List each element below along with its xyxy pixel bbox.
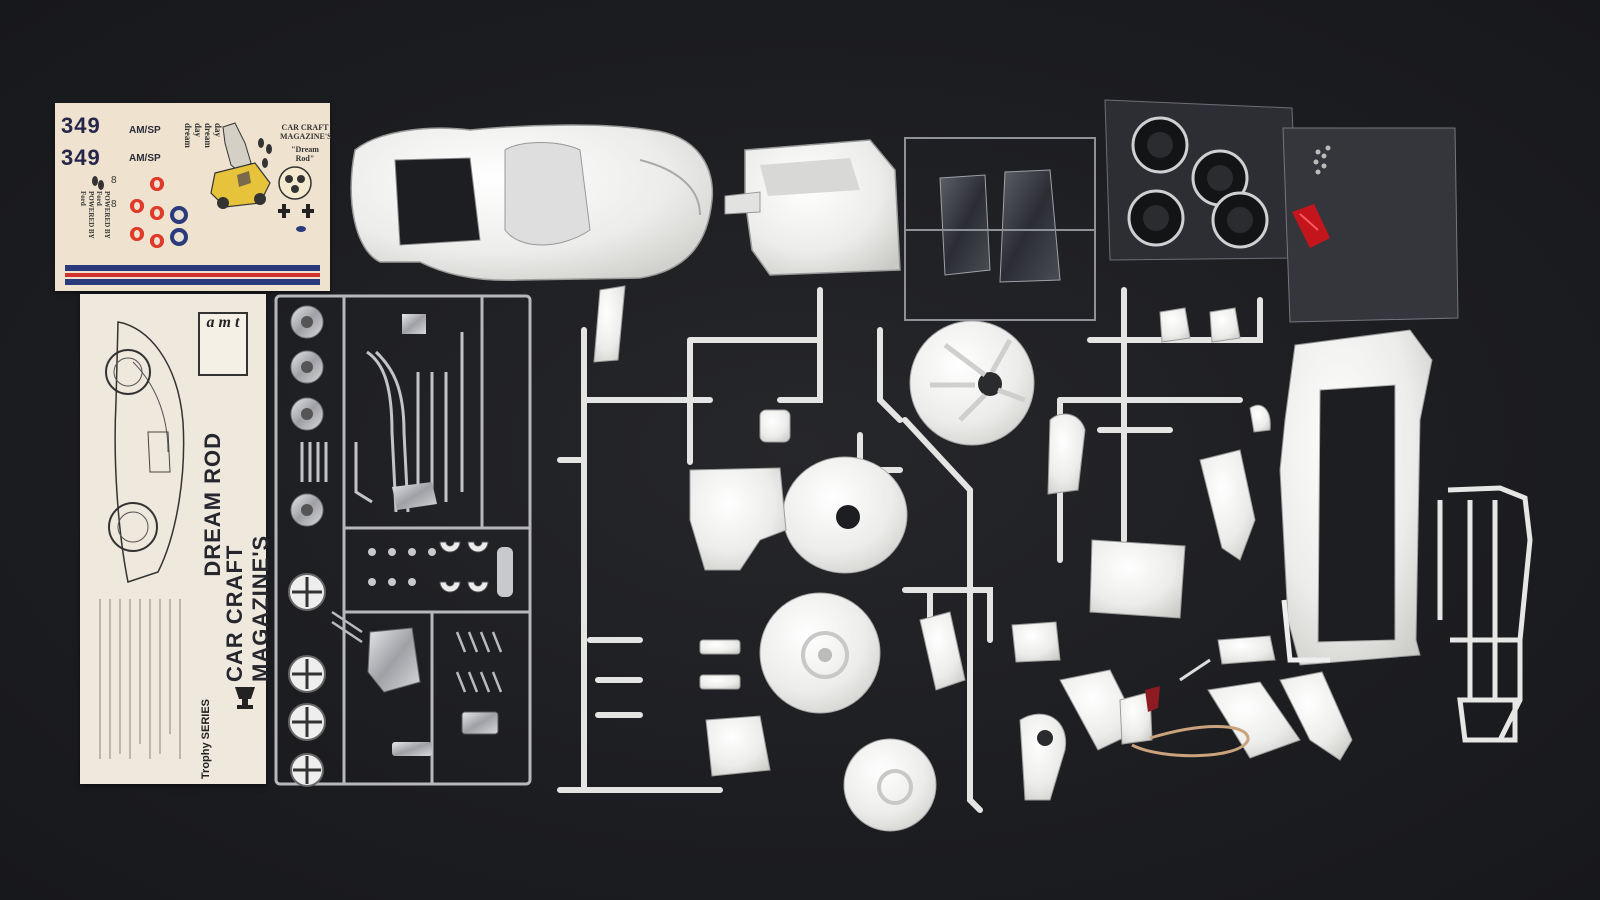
amt-logo: a m t — [198, 312, 248, 376]
clear-windshield-tree — [904, 137, 1096, 321]
decal-day-dream: day dream — [203, 123, 223, 148]
decal-zero — [150, 234, 164, 248]
car-illustration — [105, 321, 185, 583]
engine-parts — [593, 285, 1353, 801]
trophy-icon — [235, 687, 255, 709]
decal-day-dream: day dream — [183, 123, 203, 148]
rear-frame-rails — [1437, 485, 1533, 743]
instruction-body-text — [99, 599, 181, 759]
small-parts-bag — [1282, 127, 1459, 323]
decal-powered-by: POWERED BY Ford — [79, 191, 95, 239]
decal-number: 349 — [61, 113, 101, 138]
decal-class-label: AM/SP — [129, 125, 161, 136]
decal-powered-by: POWERED BY Ford — [95, 191, 111, 239]
interior-tub — [724, 139, 901, 276]
decal-zero — [130, 227, 144, 241]
chassis-frame — [1279, 329, 1433, 666]
round-parts — [759, 320, 1035, 832]
decal-magazine-title: CAR CRAFT MAGAZINE'S — [280, 123, 332, 141]
decal-graphics: 8 8 — [65, 122, 320, 285]
decal-number: 349 — [61, 145, 101, 170]
instruction-sheet: a m t CAR CRAFT MAGAZINE'S DREAM ROD Tro… — [80, 294, 273, 784]
decal-magazine-subtitle: "Dream Rod" — [291, 145, 319, 163]
decal-sheet: 349 349 AM/SP AM/SP day dream day dream … — [55, 103, 332, 291]
decal-class-label: AM/SP — [129, 153, 161, 164]
svg-text:8: 8 — [111, 199, 117, 210]
decal-zero — [130, 199, 144, 213]
chrome-wheels — [288, 305, 326, 787]
chrome-parts-tree — [274, 294, 532, 787]
decal-zero — [150, 206, 164, 220]
car-body-shell — [350, 124, 714, 282]
decal-zero — [150, 177, 164, 191]
svg-text:8: 8 — [111, 175, 117, 186]
tires-bag — [1104, 99, 1299, 261]
cartoon-car-graphic — [210, 122, 271, 209]
